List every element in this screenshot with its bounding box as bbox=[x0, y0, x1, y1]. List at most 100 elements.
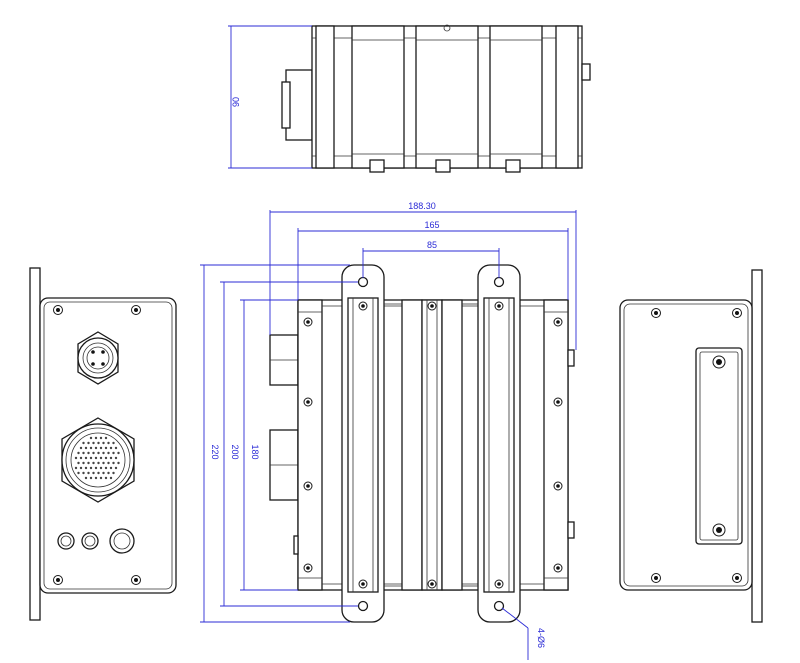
connector-pin bbox=[94, 466, 98, 470]
front-fin-left bbox=[347, 297, 379, 593]
hole-callout: 4-Ø6 bbox=[536, 628, 546, 648]
connector-pin bbox=[112, 471, 115, 475]
right-flange-plate bbox=[751, 269, 763, 623]
dim-height-outer: 220 bbox=[210, 444, 220, 459]
front-endcap-right bbox=[543, 299, 569, 591]
connector-pin bbox=[89, 436, 93, 440]
connector-pin bbox=[92, 461, 95, 465]
front-view bbox=[269, 264, 575, 623]
connector-pin bbox=[102, 451, 105, 455]
left-end-view bbox=[29, 267, 177, 621]
connector-pin bbox=[84, 456, 88, 460]
left-bolts bbox=[53, 305, 141, 585]
small-connector bbox=[77, 331, 119, 385]
mount-hole-bottom-left bbox=[357, 600, 369, 612]
connector-pin bbox=[87, 451, 90, 455]
connector-pin bbox=[87, 461, 90, 465]
connector-pin bbox=[92, 441, 95, 445]
connector-pin bbox=[107, 441, 110, 445]
connector-pin bbox=[94, 476, 98, 480]
connector-pin bbox=[104, 466, 108, 470]
hole-leader bbox=[501, 607, 529, 629]
connector-pin bbox=[89, 456, 93, 460]
connector-pin bbox=[112, 461, 115, 465]
bottom-ports bbox=[57, 528, 135, 554]
connector-pin bbox=[117, 451, 120, 455]
right-bolts bbox=[651, 308, 742, 583]
connector-pin bbox=[99, 476, 103, 480]
connector-pin bbox=[82, 451, 85, 455]
connector-pin bbox=[92, 471, 95, 475]
screw-head bbox=[306, 400, 310, 404]
screw-head bbox=[497, 304, 501, 308]
right-end-view bbox=[619, 269, 763, 623]
connector-pin bbox=[109, 466, 113, 470]
top-endcap-right bbox=[555, 25, 579, 169]
connector-pin bbox=[97, 451, 100, 455]
dim-height-inner: 180 bbox=[250, 444, 260, 459]
connector-pin bbox=[102, 441, 105, 445]
mount-hole-bottom-right bbox=[493, 600, 505, 612]
connector-pin bbox=[112, 441, 115, 445]
connector-pin bbox=[74, 456, 78, 460]
front-dimensions: 188.30 165 85 220 200 180 4-Ø6 bbox=[200, 201, 577, 660]
connector-pin bbox=[99, 446, 103, 450]
large-connector bbox=[61, 417, 135, 503]
connector-pin bbox=[97, 461, 100, 465]
screw-head bbox=[556, 400, 560, 404]
connector-pin bbox=[104, 436, 108, 440]
mount-hole-top-left bbox=[357, 276, 369, 288]
connector-pin bbox=[82, 461, 85, 465]
connector-pin bbox=[99, 436, 103, 440]
front-screws bbox=[303, 301, 563, 589]
screw-head bbox=[306, 566, 310, 570]
connector-pin bbox=[109, 446, 113, 450]
screw-head bbox=[306, 320, 310, 324]
connector-pin bbox=[97, 441, 100, 445]
connector-pin bbox=[107, 451, 110, 455]
connector-pin bbox=[89, 446, 93, 450]
connector-pin bbox=[109, 476, 113, 480]
top-right-stub bbox=[581, 63, 591, 81]
front-fin-right bbox=[483, 297, 515, 593]
connector-pin bbox=[114, 456, 118, 460]
screw-head bbox=[361, 582, 365, 586]
top-fin-block-2 bbox=[415, 25, 479, 169]
top-fin-block-3 bbox=[489, 25, 543, 169]
front-fin-middle bbox=[401, 299, 423, 591]
screw-head bbox=[430, 582, 434, 586]
connector-pin bbox=[99, 466, 103, 470]
screw-head bbox=[556, 320, 560, 324]
connector-pin bbox=[77, 451, 80, 455]
mount-hole-top-right bbox=[493, 276, 505, 288]
screw-head bbox=[497, 582, 501, 586]
connector-pin bbox=[89, 466, 93, 470]
connector-pin bbox=[117, 461, 120, 465]
connector-pin bbox=[114, 446, 118, 450]
dim-width-outer: 188.30 bbox=[408, 201, 436, 211]
screw-head bbox=[306, 484, 310, 488]
screw-head bbox=[556, 566, 560, 570]
dim-height-mid: 200 bbox=[230, 444, 240, 459]
connector-pin bbox=[112, 451, 115, 455]
screw-head bbox=[361, 304, 365, 308]
connector-pin bbox=[114, 466, 118, 470]
connector-pin bbox=[84, 446, 88, 450]
top-fin-block-1 bbox=[351, 25, 405, 169]
screw-head bbox=[556, 484, 560, 488]
connector-pin bbox=[87, 441, 90, 445]
connector-pin bbox=[102, 461, 105, 465]
front-endcap-left bbox=[297, 299, 323, 591]
connector-pin bbox=[79, 466, 83, 470]
connector-pin bbox=[92, 451, 95, 455]
connector-pin bbox=[99, 456, 103, 460]
connector-pin bbox=[82, 441, 85, 445]
dim-width-mid: 165 bbox=[424, 220, 439, 230]
connector-pin bbox=[107, 471, 110, 475]
screw-head bbox=[430, 304, 434, 308]
connector-pin bbox=[107, 461, 110, 465]
connector-pin bbox=[102, 471, 105, 475]
connector-pin bbox=[109, 456, 113, 460]
top-connector-flange bbox=[281, 81, 291, 129]
